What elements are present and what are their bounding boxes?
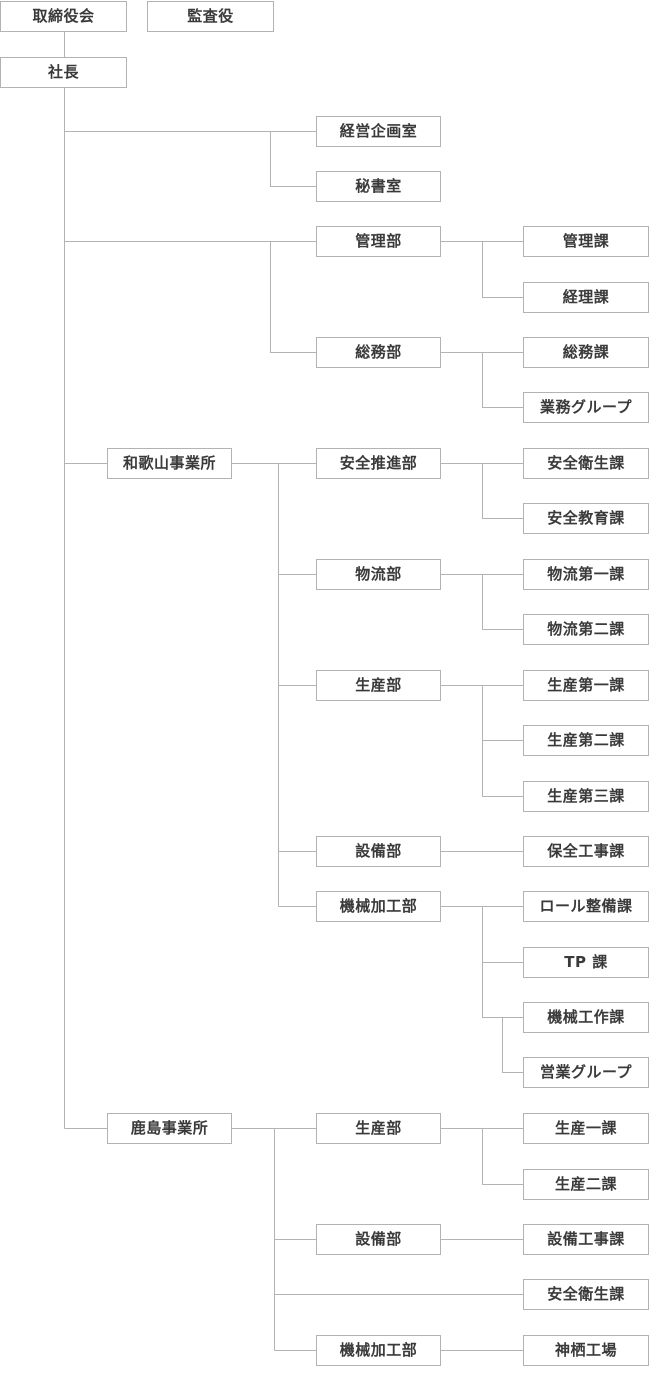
- wakayama-production-3-box: 生産第三課: [523, 781, 649, 812]
- wakayama-tp-section-box: TP 課: [523, 947, 649, 978]
- wakayama-production-1-box: 生産第一課: [523, 670, 649, 701]
- management-section-box: 管理課: [523, 226, 649, 257]
- business-group-box: 業務グループ: [523, 392, 649, 423]
- wakayama-logistics-dept-box: 物流部: [316, 559, 441, 590]
- wakayama-safety-health-section-box: 安全衛生課: [523, 448, 649, 479]
- planning-office-box: 経営企画室: [316, 116, 441, 147]
- kashima-production-dept-box: 生産部: [316, 1113, 441, 1144]
- kashima-safety-health-section-box: 安全衛生課: [523, 1279, 649, 1310]
- wakayama-maintenance-section-box: 保全工事課: [523, 836, 649, 867]
- wakayama-equipment-dept-box: 設備部: [316, 836, 441, 867]
- president-box: 社長: [0, 57, 127, 88]
- wakayama-sales-group-box: 営業グループ: [523, 1057, 649, 1088]
- auditor-box: 監査役: [147, 1, 274, 32]
- wakayama-safety-dept-box: 安全推進部: [316, 448, 441, 479]
- wakayama-production-dept-box: 生産部: [316, 670, 441, 701]
- general-affairs-section-box: 総務課: [523, 337, 649, 368]
- wakayama-office-box: 和歌山事業所: [107, 448, 232, 479]
- kamisu-plant-box: 神栖工場: [523, 1335, 649, 1366]
- secretary-office-box: 秘書室: [316, 171, 441, 202]
- admin-dept-box: 管理部: [316, 226, 441, 257]
- kashima-equipment-work-section-box: 設備工事課: [523, 1224, 649, 1255]
- kashima-production-1-box: 生産一課: [523, 1113, 649, 1144]
- wakayama-machine-work-section-box: 機械工作課: [523, 1002, 649, 1033]
- wakayama-logistics-1-box: 物流第一課: [523, 559, 649, 590]
- board-of-directors-box: 取締役会: [0, 1, 127, 32]
- general-affairs-dept-box: 総務部: [316, 337, 441, 368]
- accounting-section-box: 経理課: [523, 282, 649, 313]
- wakayama-logistics-2-box: 物流第二課: [523, 614, 649, 645]
- wakayama-safety-education-section-box: 安全教育課: [523, 503, 649, 534]
- wakayama-machining-dept-box: 機械加工部: [316, 891, 441, 922]
- kashima-machining-dept-box: 機械加工部: [316, 1335, 441, 1366]
- kashima-production-2-box: 生産二課: [523, 1169, 649, 1200]
- wakayama-roll-maintenance-section-box: ロール整備課: [523, 891, 649, 922]
- kashima-equipment-dept-box: 設備部: [316, 1224, 441, 1255]
- kashima-office-box: 鹿島事業所: [107, 1113, 232, 1144]
- wakayama-production-2-box: 生産第二課: [523, 725, 649, 756]
